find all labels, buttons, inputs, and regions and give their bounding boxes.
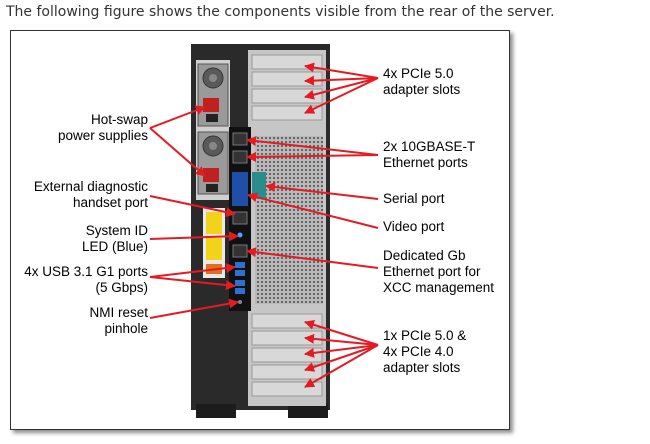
usb-port-3[interactable] (235, 280, 245, 286)
label-system-id-led: System ID LED (Blue) (82, 223, 148, 255)
label-line: 4x PCIe 4.0 (383, 344, 454, 359)
usb-port-2[interactable] (235, 270, 245, 276)
label-serial-port: Serial port (383, 191, 445, 207)
ventilation-mesh (255, 136, 323, 304)
label-nmi-reset: NMI reset pinhole (89, 305, 148, 337)
power-supply-2 (197, 131, 229, 195)
label-xcc-port: Dedicated Gb Ethernet port for XCC manag… (383, 248, 494, 296)
warning-sticker (206, 238, 222, 260)
label-line: 1x PCIe 5.0 & (383, 328, 467, 343)
usb-port-4[interactable] (235, 288, 245, 294)
label-line: 4x USB 3.1 G1 ports (24, 264, 148, 279)
callout-lines (149, 62, 379, 388)
label-line: Ethernet ports (383, 155, 468, 170)
label-line: External diagnostic (33, 179, 148, 194)
diag-handset-port[interactable] (232, 211, 248, 225)
pcie-slots-bottom (251, 313, 323, 397)
label-line: Ethernet port for (383, 264, 481, 279)
label-line: Dedicated Gb (383, 248, 466, 263)
power-supply-1 (197, 63, 229, 127)
label-hot-swap-psu: Hot-swap power supplies (58, 112, 148, 144)
label-line: adapter slots (383, 82, 461, 97)
ethernet-10g-port-1[interactable] (232, 132, 248, 146)
label-line: XCC management (383, 280, 495, 295)
label-line: NMI reset (89, 305, 148, 320)
label-line: Serial port (383, 191, 445, 206)
label-line: (5 Gbps) (95, 280, 148, 295)
pcie-slot (251, 71, 323, 87)
nmi-pinhole[interactable] (238, 300, 242, 304)
psu-handle[interactable] (203, 98, 219, 112)
label-line: adapter slots (383, 360, 461, 375)
label-line: pinhole (104, 321, 148, 336)
label-line: Video port (383, 219, 445, 234)
label-line: 4x PCIe 5.0 (383, 66, 454, 81)
label-line: Hot-swap (90, 112, 148, 127)
label-line: handset port (72, 195, 148, 210)
label-line: 2x 10GBASE-T (383, 139, 476, 154)
label-video-port: Video port (383, 219, 444, 235)
pcie-slot (251, 313, 323, 329)
system-id-led (237, 232, 243, 238)
label-usb-ports: 4x USB 3.1 G1 ports (5 Gbps) (24, 264, 148, 296)
chassis-foot-right (288, 404, 328, 418)
psu-bay (196, 60, 230, 200)
label-line: power supplies (57, 128, 148, 143)
label-pcie-top: 4x PCIe 5.0 adapter slots (383, 66, 460, 98)
label-ethernet-10g: 2x 10GBASE-T Ethernet ports (383, 139, 475, 171)
label-pcie-bottom: 1x PCIe 5.0 & 4x PCIe 4.0 adapter slots (383, 328, 466, 376)
serial-connector[interactable] (252, 172, 266, 198)
figure-caption: The following figure shows the component… (6, 4, 555, 20)
warning-sticker (206, 212, 222, 234)
label-line: System ID (85, 223, 148, 238)
chassis-foot-left (196, 404, 236, 418)
xcc-ethernet-port[interactable] (232, 244, 248, 258)
ethernet-10g-port-2[interactable] (232, 150, 248, 164)
psu-handle[interactable] (203, 168, 219, 182)
label-strip (203, 208, 225, 278)
pcie-slot (251, 105, 323, 121)
usb-port-1[interactable] (235, 262, 245, 268)
label-line: LED (Blue) (81, 239, 148, 254)
vga-connector[interactable] (232, 172, 248, 206)
pcie-slot (251, 347, 323, 363)
label-external-diagnostic: External diagnostic handset port (34, 179, 148, 211)
